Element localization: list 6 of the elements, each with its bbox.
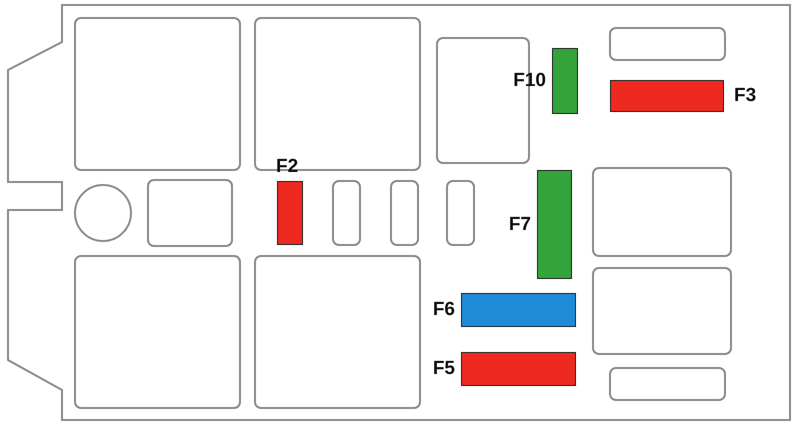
fuse-label: F7 bbox=[508, 214, 531, 234]
fuse-label: F6 bbox=[432, 300, 455, 320]
fuse-label: F2 bbox=[276, 157, 298, 177]
fuse-label: F5 bbox=[432, 359, 455, 379]
fuse-label: F10 bbox=[513, 71, 546, 91]
fuse-label: F3 bbox=[734, 86, 756, 106]
